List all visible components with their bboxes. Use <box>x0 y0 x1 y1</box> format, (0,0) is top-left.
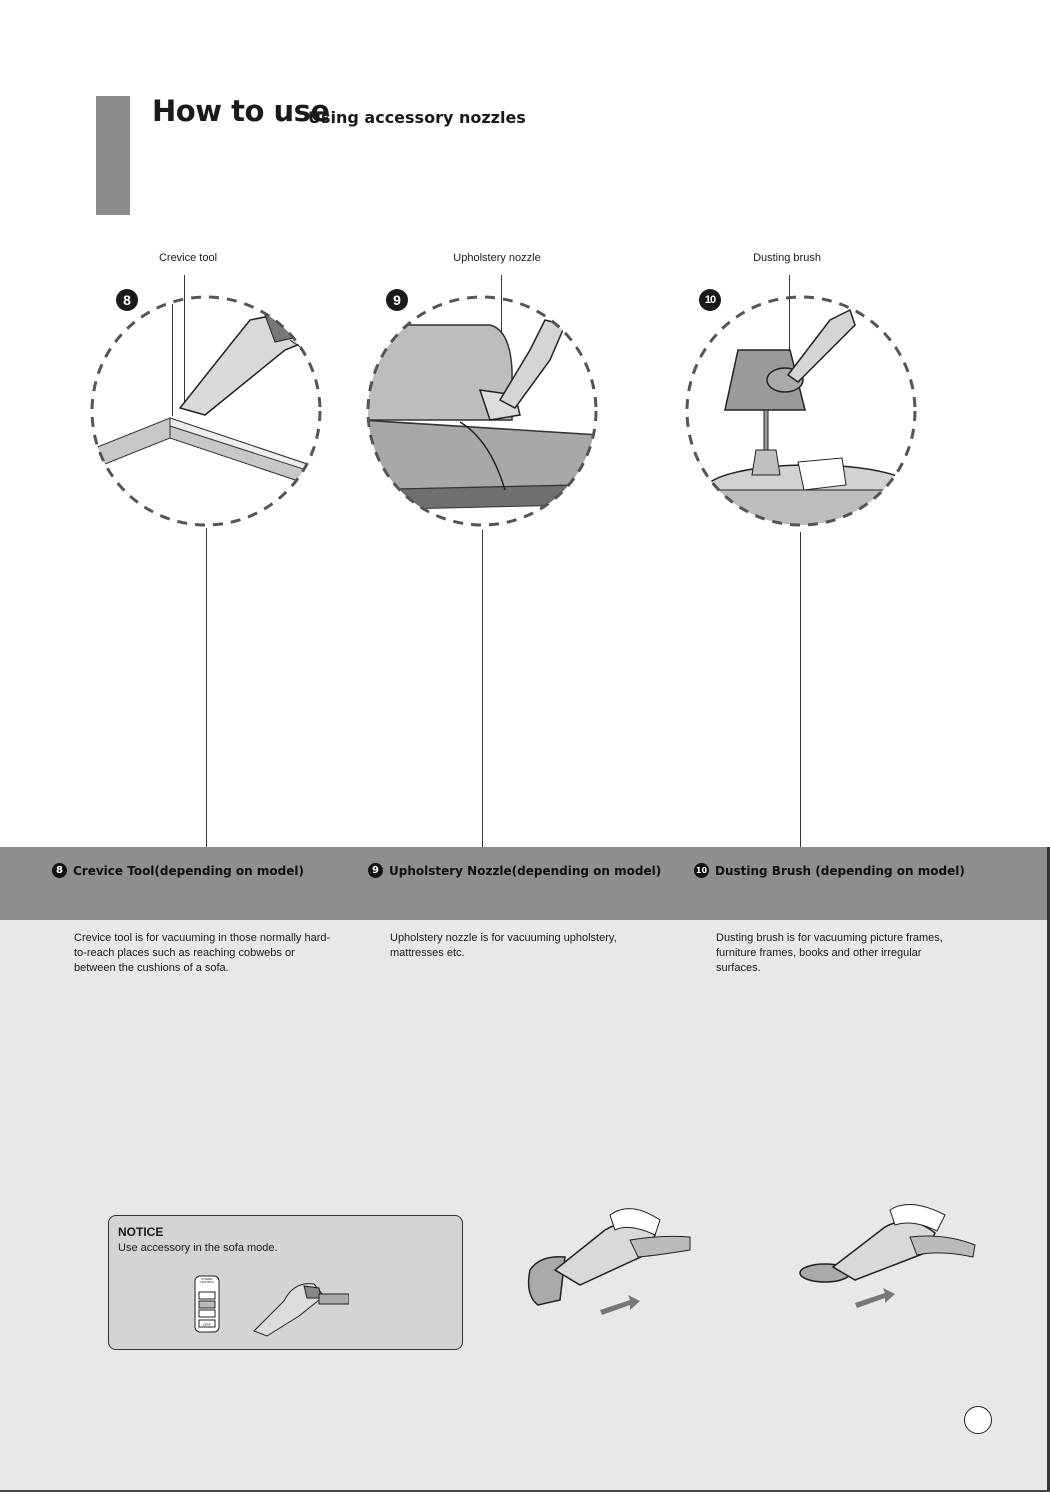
crevice-tool-callout: Crevice tool <box>158 252 218 264</box>
step-9-mini-badge: 9 <box>368 863 383 878</box>
step-10-mini-badge: 10 <box>694 863 709 878</box>
upholstery-nozzle-callout: Upholstery nozzle <box>453 252 541 264</box>
step-8-badge: 8 <box>116 289 138 311</box>
step-9-description: Upholstery nozzle is for vacuuming uphol… <box>390 932 617 959</box>
step-8-description: Crevice tool is for vacuuming in those n… <box>74 932 331 974</box>
notice-text: Use accessory in the sofa mode. <box>118 1242 278 1254</box>
crevice-leader-line <box>184 275 185 410</box>
dusting-brush-illustration <box>685 295 917 527</box>
dusting-connector-line <box>800 532 801 848</box>
step-9-heading-text: Upholstery Nozzle(depending on model) <box>389 863 662 878</box>
notice-box: NOTICE Use accessory in the sofa mode. P… <box>108 1215 463 1350</box>
step-10-description: Dusting brush is for vacuuming picture f… <box>716 932 943 974</box>
dusting-leader-line <box>789 275 790 380</box>
step-8-heading: 8 Crevice Tool(depending on model) <box>52 863 304 878</box>
step-9-badge: 9 <box>386 289 408 311</box>
right-edge-rule <box>1047 847 1050 1492</box>
step-10-badge: 10 <box>699 289 721 311</box>
step-10-heading-text: Dusting Brush (depending on model) <box>715 863 965 878</box>
lower-content-panel <box>0 920 1050 1492</box>
crevice-tool-illustration <box>90 295 322 527</box>
page-title: How to use <box>152 94 330 128</box>
notice-title: NOTICE <box>118 1225 164 1239</box>
step-8-heading-text: Crevice Tool(depending on model) <box>73 863 304 878</box>
power-control-label: POWER CONTROL <box>199 1277 215 1284</box>
section-tab-marker <box>96 96 130 215</box>
upholstery-nozzle-usage-illustration <box>527 1208 691 1315</box>
step-9-heading: 9 Upholstery Nozzle(depending on model) <box>368 863 661 878</box>
power-control-switch-icon <box>194 1275 220 1333</box>
upholstery-connector-line <box>482 530 483 848</box>
page-number-circle <box>964 1406 992 1434</box>
power-control-off-label: OFF <box>203 1322 211 1327</box>
bottom-rule <box>0 1490 1050 1492</box>
handle-with-crevice-tool-icon <box>253 1283 349 1337</box>
step-8-mini-badge: 8 <box>52 863 67 878</box>
section-header-band <box>0 847 1050 920</box>
crevice-leader-line-2 <box>172 304 173 416</box>
upholstery-nozzle-illustration <box>366 295 598 527</box>
crevice-connector-line <box>206 528 207 848</box>
dusting-brush-callout: Dusting brush <box>753 252 821 264</box>
dusting-brush-usage-illustration <box>799 1204 976 1308</box>
step-10-heading: 10 Dusting Brush (depending on model) <box>694 863 965 878</box>
page-subtitle: Using accessory nozzles <box>308 108 526 127</box>
